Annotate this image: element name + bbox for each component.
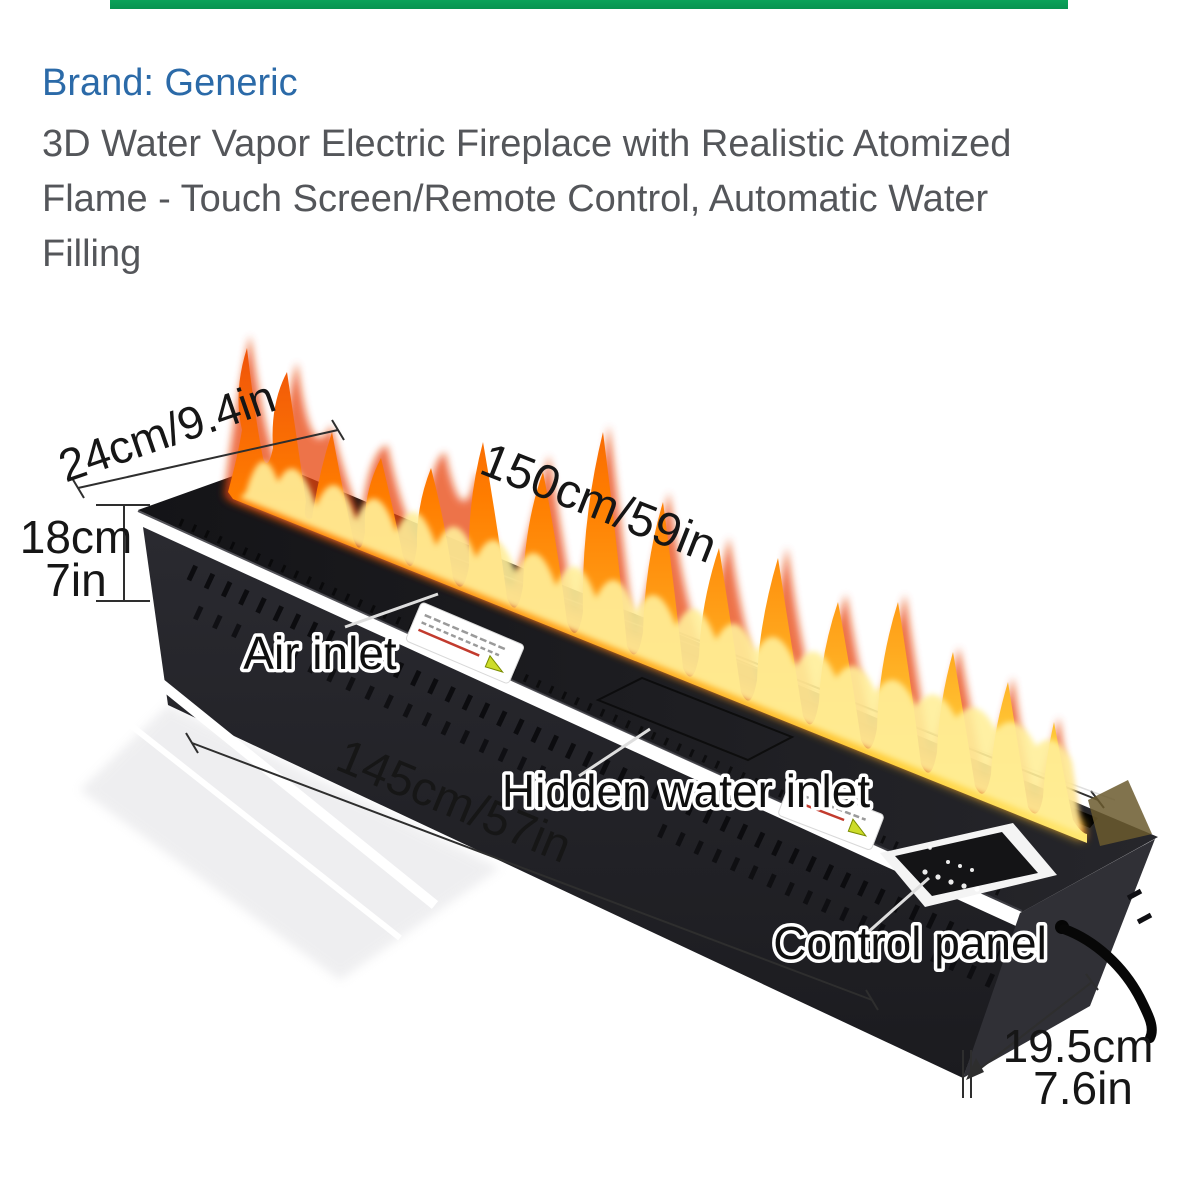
floor-edge-highlight — [51, 594, 439, 909]
product-title-line: 3D Water Vapor Electric Fireplace with R… — [42, 123, 1012, 165]
info-sticker — [405, 602, 525, 684]
fireplace-side — [963, 839, 1155, 1078]
vent-mark — [1136, 912, 1153, 925]
dimension-line-height — [96, 504, 150, 602]
top-plate — [138, 462, 1158, 912]
power-cord — [1055, 920, 1157, 1043]
top-accent-bar — [110, 0, 1068, 9]
product-title-line: Flame - Touch Screen/Remote Control, Aut… — [42, 178, 989, 220]
air-inlet-leader — [344, 592, 439, 629]
dimension-bottom-depth-cm: 19.5cm — [1003, 1020, 1154, 1072]
product-title: 3D Water Vapor Electric Fireplace with R… — [42, 117, 1011, 282]
control-panel — [880, 823, 1057, 907]
vent-row — [657, 823, 1003, 992]
dimension-height-cm: 18cm — [20, 511, 132, 563]
fireplace-body — [143, 527, 1018, 1078]
floor-reflection — [80, 705, 500, 980]
floor-edge-highlight — [36, 649, 402, 941]
control-panel-leader — [865, 876, 930, 936]
dimension-line-bottom-depth — [962, 973, 1099, 1098]
info-sticker — [778, 780, 884, 850]
vent-row — [186, 564, 1004, 961]
dimension-line-bottom-length — [185, 732, 879, 1011]
product-title-line: Filling — [42, 233, 142, 275]
dimension-bottom-depth-in: 7.6in — [1033, 1062, 1133, 1114]
dimension-line-top-depth — [71, 419, 345, 499]
dimension-height-in: 7in — [45, 554, 106, 606]
hidden-water-inlet-leader — [578, 727, 651, 778]
water-inlet-hatch — [595, 676, 795, 762]
brand-link[interactable]: Brand: Generic — [42, 62, 298, 104]
flame — [224, 335, 1088, 843]
annotation-control-panel: Control panel — [773, 917, 1047, 969]
annotation-hidden-water-inlet: Hidden water inlet — [502, 765, 870, 817]
glass-end-cap — [1088, 780, 1152, 846]
vent-mark — [1126, 888, 1143, 901]
annotation-air-inlet: Air inlet — [243, 627, 397, 679]
top-plate-edge — [137, 510, 1023, 912]
